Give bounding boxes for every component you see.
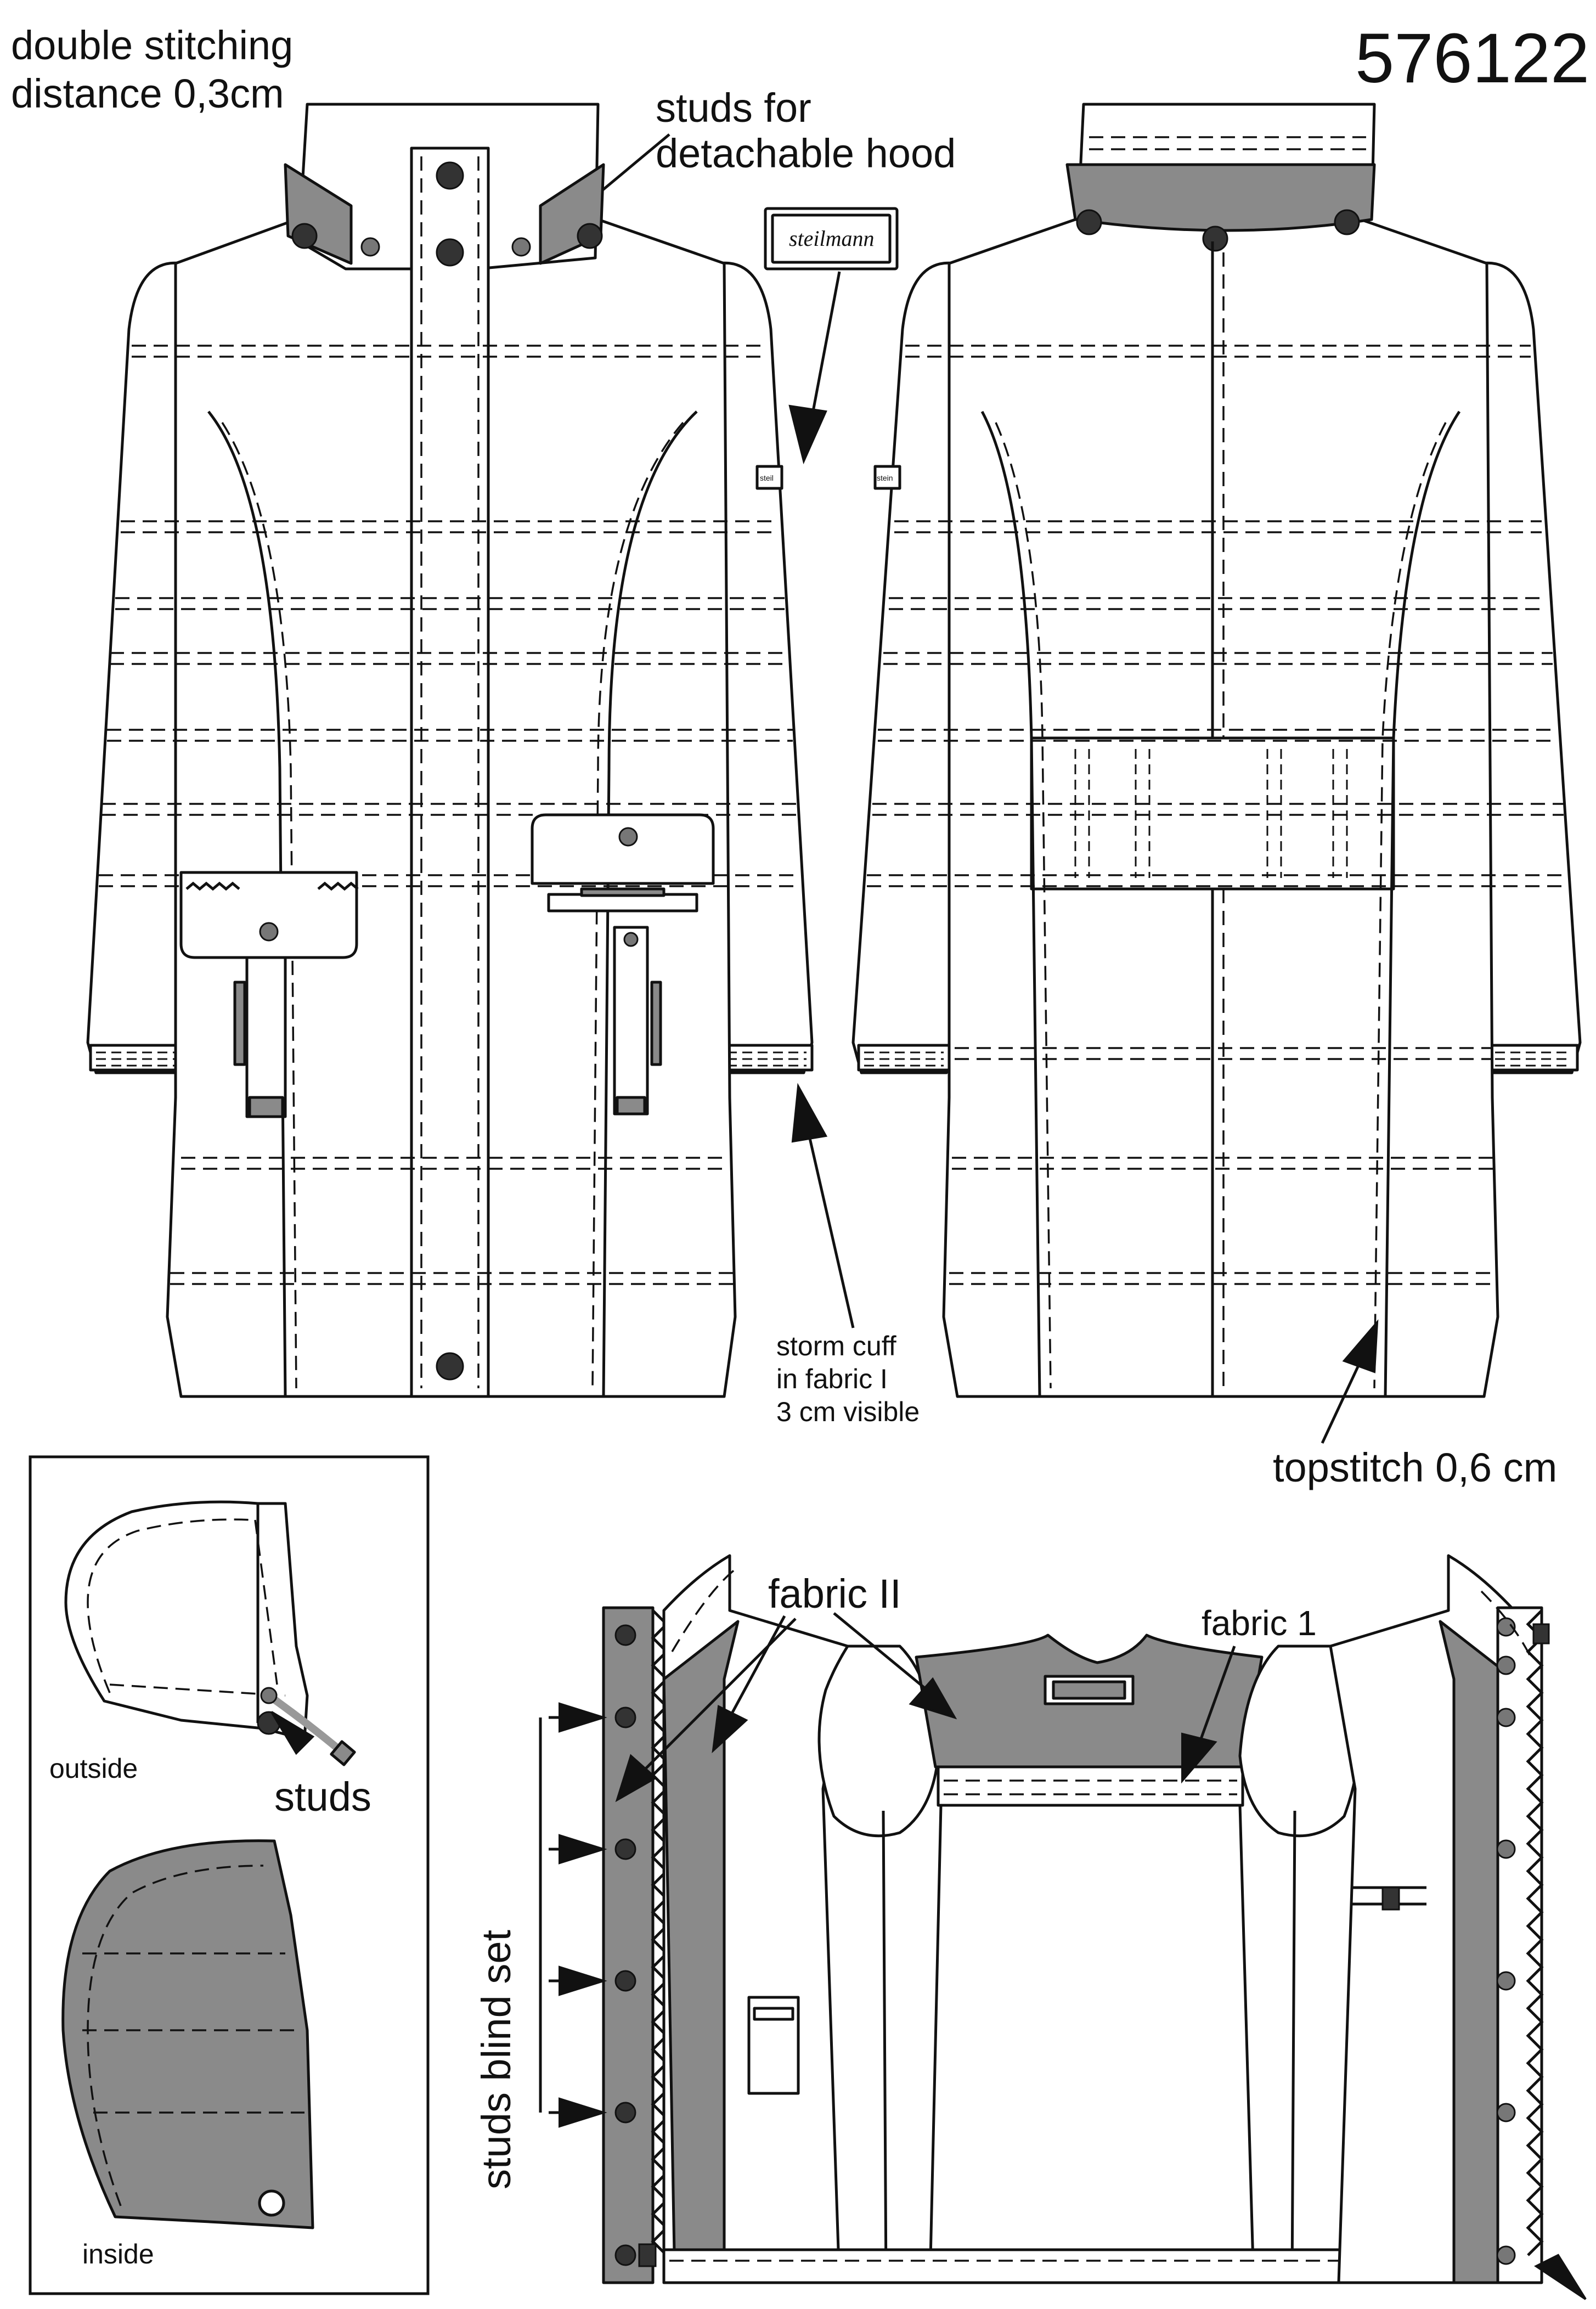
back-collar-rib — [1065, 163, 1376, 232]
front-placket — [410, 147, 490, 1398]
topstitch-label: topstitch 0,6 cm — [1273, 1445, 1557, 1490]
placket-stud — [436, 161, 464, 190]
hood-outside-label: outside — [49, 1753, 138, 1784]
style-number: 576122 — [1355, 19, 1589, 98]
double-stitching-label-line1: double stitching — [11, 22, 293, 68]
fabric-1-arrow — [1181, 1646, 1236, 1784]
svg-text:stein: stein — [877, 474, 893, 482]
back-right-sleeve — [1480, 261, 1582, 1074]
storm-cuff-label-line1: storm cuff — [776, 1331, 896, 1361]
studs-blind-set-label: studs blind set — [473, 1930, 519, 2189]
back-left-sleeve — [851, 261, 956, 1074]
hood-studs-label: studs — [274, 1774, 371, 1820]
topstitch-arrow — [1321, 1319, 1379, 1444]
brand-tag: steilmann — [764, 207, 899, 271]
hood-studs-label-line1: studs for — [656, 85, 811, 131]
storm-cuff-arrow — [791, 1083, 855, 1328]
hood-inside — [61, 1839, 314, 2229]
svg-text:steil: steil — [760, 474, 774, 482]
fabric-ii-label: fabric II — [768, 1571, 901, 1617]
lining-open-view — [602, 1554, 1587, 2300]
front-right-sleeve — [717, 261, 814, 1074]
back-lining-band — [937, 1765, 1244, 1807]
hood-studs-pointer — [270, 1711, 315, 1755]
placket-stud — [436, 238, 464, 267]
placket-stud — [436, 1352, 464, 1381]
hood-inside-label: inside — [82, 2239, 154, 2269]
brand-tag-arrow — [788, 271, 841, 465]
hood-studs-label-line2: detachable hood — [656, 131, 956, 176]
svg-text:steilmann: steilmann — [789, 226, 875, 251]
jacket-front-view: steil — [86, 103, 814, 1398]
storm-cuff-label-line2: in fabric I — [776, 1364, 888, 1394]
hood-outside — [64, 1500, 309, 1741]
jacket-back-view: stein — [851, 103, 1582, 1398]
double-stitching-label-line2: distance 0,3cm — [11, 71, 284, 116]
front-left-sleeve — [86, 261, 188, 1074]
back-waist-band — [1030, 736, 1395, 891]
storm-cuff-label-line3: 3 cm visible — [776, 1396, 920, 1427]
studs-blind-set-dimension — [539, 1702, 607, 2128]
fabric-1-label: fabric 1 — [1202, 1603, 1317, 1643]
fabric-ii-arrows — [615, 1612, 957, 1803]
front-left-pocket-flap — [179, 871, 358, 959]
front-right-pocket-flap — [531, 813, 715, 885]
hood-detail-panel: outside studs inside — [29, 1455, 430, 2295]
